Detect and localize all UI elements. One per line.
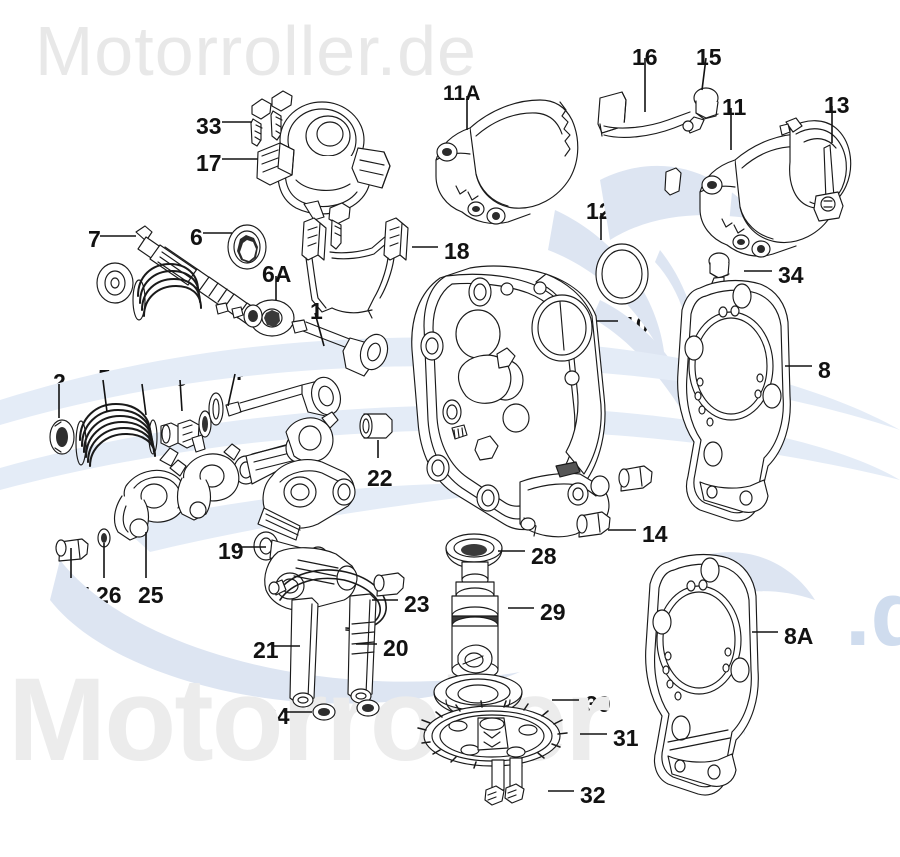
callout-label-8A: 8A	[784, 623, 814, 649]
part-5-valve-spring	[75, 402, 158, 468]
callout-label-14: 14	[642, 521, 668, 547]
callout-leader-5	[102, 379, 108, 413]
callout-label-18: 18	[444, 238, 470, 264]
callout-label-23: 23	[404, 591, 430, 617]
callout-leader-3	[141, 383, 147, 416]
callout-label-16: 16	[632, 44, 658, 70]
part-small-pins	[215, 302, 263, 328]
part-29-camshaft	[451, 561, 499, 680]
part-12-o-ring	[595, 243, 649, 305]
part-11A-intake-manifold	[435, 99, 579, 225]
callout-label-6: 6	[190, 224, 203, 250]
part-18-bracket	[301, 202, 409, 319]
callout-label-31: 31	[613, 725, 639, 751]
callout-label-13: 13	[824, 92, 850, 118]
callout-label-17: 17	[196, 150, 222, 176]
callout-label-19: 19	[218, 538, 244, 564]
part-33-bolts	[250, 90, 293, 147]
part-27-shaft-pin	[55, 538, 89, 562]
part-16-hose	[597, 91, 695, 138]
part-19-rocker-assembly	[233, 411, 358, 611]
part-17-assembly	[256, 101, 391, 221]
callout-label-8: 8	[818, 357, 831, 383]
callout-label-6A: 6A	[262, 261, 292, 287]
callout-label-33: 33	[196, 113, 222, 139]
callout-label-24: 24	[264, 703, 290, 729]
callout-label-30: 30	[585, 691, 611, 717]
part-32-bolts	[484, 757, 525, 806]
part-25-rocker-arms	[113, 434, 241, 541]
part-30-cam-plate	[433, 673, 523, 719]
part-28-bearing	[445, 533, 503, 569]
callout-label-22: 22	[367, 465, 393, 491]
callout-label-20: 20	[383, 635, 409, 661]
callout-leader-15	[701, 57, 707, 91]
callout-leader-9	[179, 379, 183, 412]
part-8A-gasket	[645, 553, 759, 796]
watermark-arc	[50, 560, 520, 704]
part-1-valve	[291, 319, 389, 377]
callout-label-29: 29	[540, 599, 566, 625]
callout-leader-1	[314, 312, 325, 347]
callout-label-1: 1	[310, 298, 323, 324]
part-14-dowel-pins	[576, 465, 653, 538]
callout-label-28: 28	[531, 543, 557, 569]
callout-label-15: 15	[696, 44, 722, 70]
callout-label-34: 34	[778, 262, 804, 288]
part-13-hose-clamp	[779, 117, 852, 222]
watermark-right-text: .d	[845, 563, 900, 665]
part-spring-stack-detail	[96, 262, 202, 321]
part-22-dowel-pin	[359, 413, 393, 439]
part-23-oil-pipe	[268, 569, 405, 632]
callout-leader-4	[227, 373, 236, 407]
part-21-stud	[289, 597, 319, 708]
part-2-seal	[49, 419, 75, 455]
callout-label-21: 21	[253, 637, 279, 663]
part-20-stud	[347, 593, 377, 704]
part-15-bolt	[682, 87, 719, 134]
part-31-sprocket	[417, 700, 568, 770]
part-4-valve	[208, 376, 342, 426]
watermark-top-text: Motorroller.de	[35, 12, 477, 90]
part-10-cylinder-head	[411, 265, 610, 538]
part-8-head-gasket	[677, 279, 791, 522]
callout-label-11A: 11A	[443, 82, 481, 105]
callout-label-32: 32	[580, 782, 606, 808]
callout-label-11: 11	[722, 94, 747, 120]
callout-label-7: 7	[88, 226, 101, 252]
part-6-washer	[227, 224, 267, 270]
part-24-o-rings	[312, 699, 380, 721]
callout-label-25: 25	[138, 582, 164, 608]
